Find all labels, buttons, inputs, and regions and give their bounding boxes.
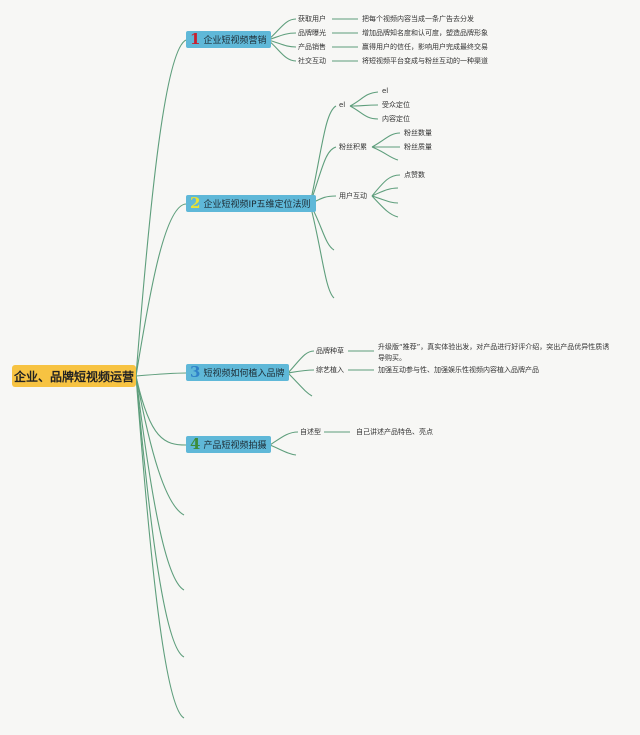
link-b2-c2 (309, 146, 337, 205)
b1-child-4-desc[interactable]: 将短视频平台变成与粉丝互动的一种渠道 (362, 57, 488, 65)
link-b3-c1 (287, 350, 315, 374)
b2-el-sub-1[interactable]: el (382, 87, 389, 95)
link-root-empty-4 (135, 375, 185, 719)
b4-child-1-desc[interactable]: 自己讲述产品特色、亮点 (356, 428, 433, 436)
link-b3-c3 (287, 372, 313, 397)
branch-1-number: 1 (190, 30, 201, 48)
b3-child-2-label[interactable]: 综艺植入 (316, 366, 344, 374)
link-root-empty-2 (135, 375, 185, 591)
b1-child-3-desc[interactable]: 赢得用户的信任，影响用户完成最终交易 (362, 43, 488, 51)
b4-child-1-label[interactable]: 自述型 (300, 428, 321, 436)
b2-el-sub-2[interactable]: 受众定位 (382, 101, 410, 109)
b2-fan-sub-1[interactable]: 粉丝数量 (404, 129, 432, 137)
branch-4-topic[interactable]: 4 产品短视频拍摄 (186, 435, 272, 453)
link-el-s1 (349, 91, 379, 107)
b2-child-2-label[interactable]: 粉丝积累 (339, 143, 367, 151)
link-el-s2 (349, 104, 379, 107)
link-el-s3 (349, 105, 379, 120)
link-fan-s3 (371, 146, 399, 161)
root-label: 企业、品牌短视频运营 (13, 369, 134, 384)
link-int-s2 (371, 187, 399, 197)
b2-fan-sub-2[interactable]: 粉丝质量 (404, 143, 432, 151)
b2-child-1-label[interactable]: el (339, 101, 346, 109)
link-b4-c1 (269, 431, 299, 446)
branch-4-number: 4 (190, 435, 201, 453)
link-b1-c4 (267, 39, 297, 62)
branch-3-number: 3 (190, 363, 201, 381)
branch-2-label: 企业短视频IP五维定位法则 (203, 200, 311, 210)
branch-1-topic[interactable]: 1 企业短视频营销 (186, 30, 272, 48)
branch-3-label: 短视频如何植入品牌 (203, 369, 285, 379)
b3-child-2-desc[interactable]: 加强互动参与性、加强娱乐性视频内容植入品牌产品 (378, 366, 539, 374)
root-topic[interactable]: 企业、品牌短视频运营 (12, 365, 136, 387)
link-int-s1 (371, 174, 401, 197)
b1-child-2-desc[interactable]: 增加品牌知名度和认可度，塑造品牌形象 (362, 29, 488, 37)
b3-child-1-desc[interactable]: 升级版“推荐”，真实体验出发，对产品进行好评介绍，突出产品优异性质诱导购买。 (378, 343, 610, 362)
b3-child-1-label[interactable]: 品牌种草 (316, 347, 344, 355)
link-root-empty-3 (135, 375, 185, 658)
branch-3-topic[interactable]: 3 短视频如何植入品牌 (186, 363, 290, 381)
link-root-b2 (135, 203, 187, 377)
link-root-b4 (135, 375, 187, 446)
b2-int-sub-1[interactable]: 点赞数 (404, 171, 425, 179)
link-b3-c2 (287, 369, 315, 374)
b1-child-2-label[interactable]: 品牌曝光 (298, 29, 326, 37)
branch-2-topic[interactable]: 2 企业短视频IP五维定位法则 (186, 195, 316, 212)
b2-child-3-label[interactable]: 用户互动 (339, 192, 367, 200)
link-int-s4 (371, 195, 399, 218)
link-root-b1 (135, 39, 187, 377)
branch-4-label: 产品短视频拍摄 (203, 441, 267, 451)
link-b4-c2 (269, 444, 297, 456)
b1-child-1-label[interactable]: 获取用户 (298, 15, 326, 23)
branch-2-number: 2 (190, 194, 201, 212)
link-b2-c1 (309, 105, 337, 205)
b1-child-1-desc[interactable]: 把每个视频内容当成一条广告去分发 (362, 15, 474, 23)
link-b1-c1 (267, 18, 297, 41)
b1-child-3-label[interactable]: 产品销售 (298, 43, 326, 51)
link-b2-c5 (309, 203, 335, 299)
b2-el-sub-3[interactable]: 内容定位 (382, 115, 410, 123)
link-int-s3 (371, 195, 399, 204)
link-fan-s1 (371, 132, 401, 148)
link-root-b3 (135, 372, 187, 377)
b1-child-4-label[interactable]: 社交互动 (298, 57, 326, 65)
branch-1-label: 企业短视频营销 (203, 36, 267, 46)
link-root-empty-1 (135, 375, 185, 516)
